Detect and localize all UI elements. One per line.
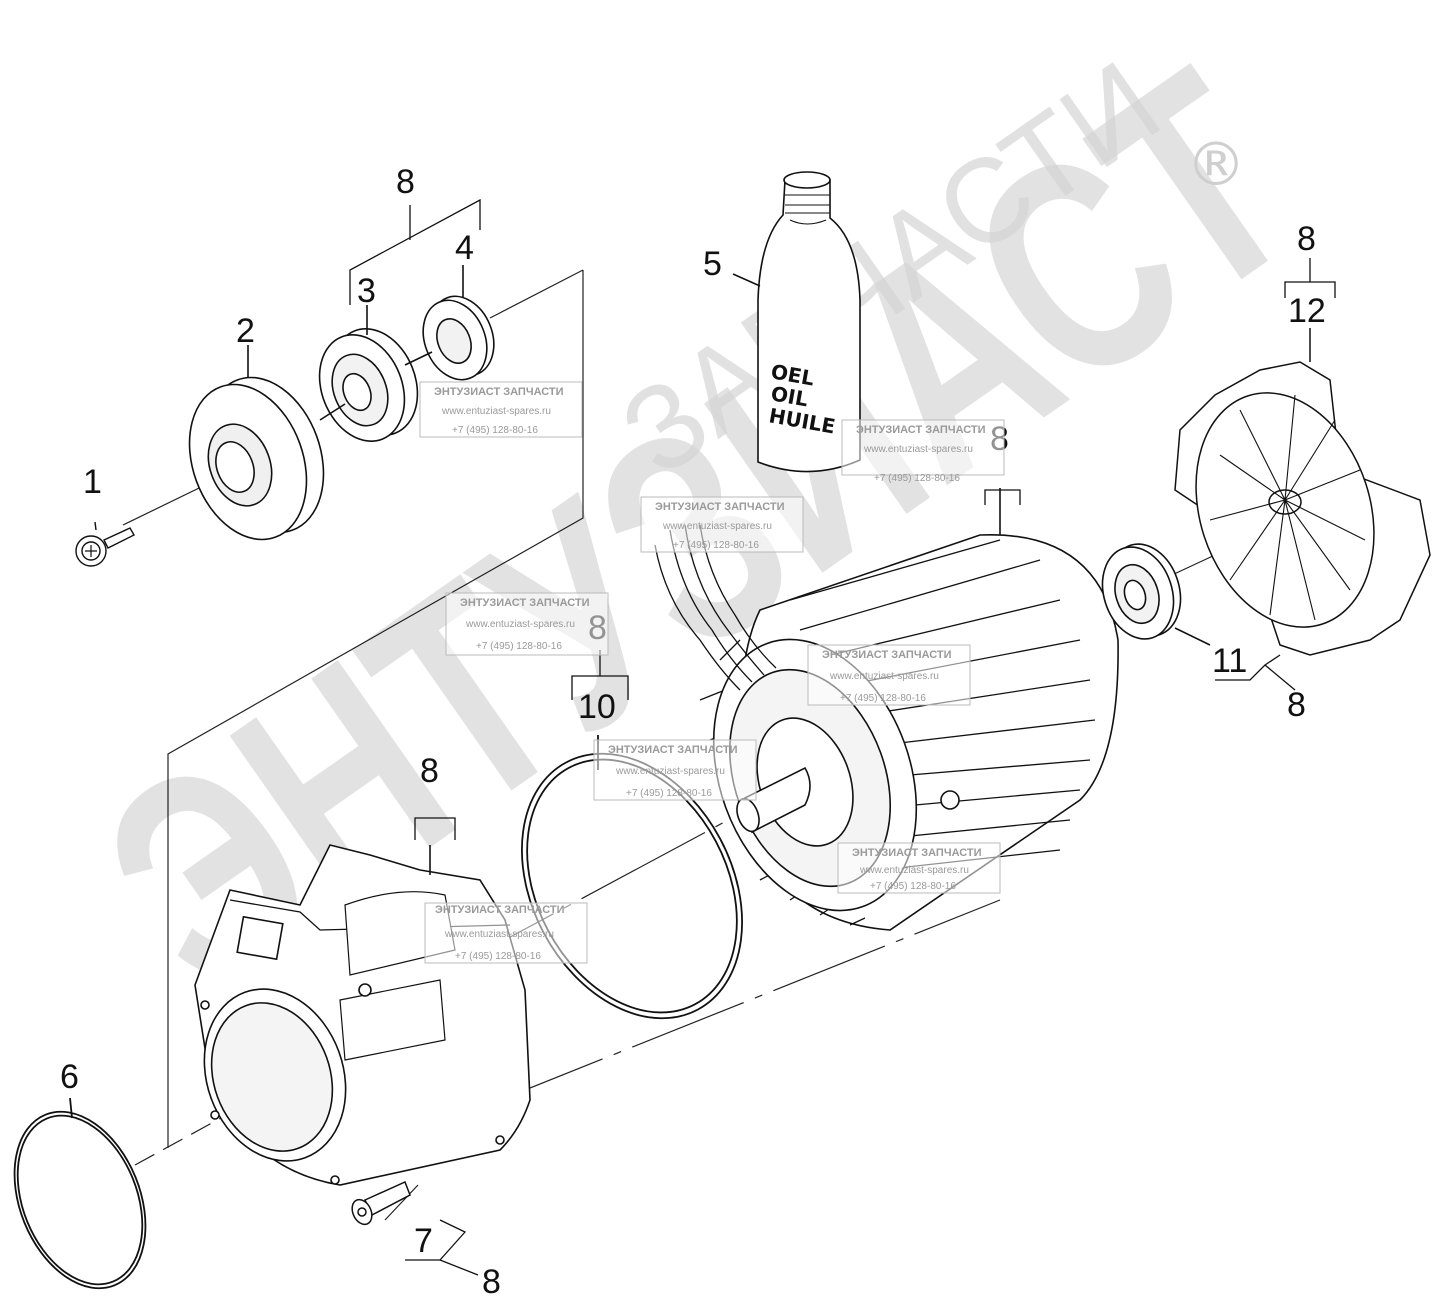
stamp-website: www.entuziast-spares.ru: [829, 671, 939, 682]
group-brackets: [349, 198, 1336, 1276]
watermark-stamp: ЭНТУЗИАСТ ЗАПЧАСТИ www.entuziast-spares.…: [424, 902, 588, 964]
callout-part-11: 11: [1212, 642, 1247, 680]
stamp-phone: +7 (495) 128-80-16: [870, 881, 956, 892]
stamp-phone: +7 (495) 128-80-16: [626, 788, 712, 799]
cooling-fan-part: [1174, 328, 1431, 656]
stamp-website: www.entuziast-spares.ru: [444, 929, 554, 940]
stamp-title: ЭНТУЗИАСТ ЗАПЧАСТИ: [434, 386, 564, 398]
watermark-registered-mark: ®: [1186, 130, 1246, 200]
rear-bearing-part: [1101, 543, 1211, 646]
stamp-title: ЭНТУЗИАСТ ЗАПЧАСТИ: [852, 847, 982, 859]
stamp-phone: +7 (495) 128-80-16: [673, 540, 759, 551]
stamp-phone: +7 (495) 128-80-16: [452, 425, 538, 436]
callout-part-6: 6: [60, 1058, 79, 1096]
callout-part-10: 10: [578, 688, 616, 726]
callout-part-8-bolt: 8: [482, 1263, 501, 1301]
callout-part-2: 2: [236, 312, 255, 350]
watermark-stamp: ЭНТУЗИАСТ ЗАПЧАСТИ www.entuziast-spares.…: [419, 381, 583, 438]
stamp-title: ЭНТУЗИАСТ ЗАПЧАСТИ: [655, 501, 785, 513]
callout-part-8-housing: 8: [420, 752, 439, 790]
callout-part-8-rear-bearing: 8: [1287, 686, 1306, 724]
watermark-stamp: ЭНТУЗИАСТ ЗАПЧАСТИ www.entuziast-spares.…: [807, 644, 971, 706]
flange-cap-part: [188, 345, 325, 541]
stamp-title: ЭНТУЗИАСТ ЗАПЧАСТИ: [460, 597, 590, 609]
callout-part-12: 12: [1288, 292, 1326, 330]
stamp-website: www.entuziast-spares.ru: [615, 766, 725, 777]
watermark-stamp: ЭНТУЗИАСТ ЗАПЧАСТИ www.entuziast-spares.…: [593, 739, 757, 801]
stamp-website: www.entuziast-spares.ru: [465, 619, 575, 630]
stamp-title: ЭНТУЗИАСТ ЗАПЧАСТИ: [608, 744, 738, 756]
stamp-title: ЭНТУЗИАСТ ЗАПЧАСТИ: [435, 904, 565, 916]
shaft-seal-part: [404, 265, 495, 381]
assembly-outline: [167, 269, 584, 1148]
callout-part-4: 4: [455, 229, 474, 267]
callout-part-8-fan-group: 8: [1297, 220, 1316, 258]
callout-part-3: 3: [357, 272, 376, 310]
watermark-stamp: ЭНТУЗИАСТ ЗАПЧАСТИ www.entuziast-spares.…: [445, 592, 609, 656]
screw-part: [75, 521, 135, 567]
stamp-website: www.entuziast-spares.ru: [863, 444, 973, 455]
callout-part-1: 1: [83, 463, 102, 501]
stamp-phone: +7 (495) 128-80-16: [476, 641, 562, 652]
stamp-title: ЭНТУЗИАСТ ЗАПЧАСТИ: [822, 649, 952, 661]
callout-part-8-bearing-group: 8: [396, 163, 415, 201]
motor-housing-part: [194, 844, 531, 1186]
ball-bearing-part: [318, 305, 419, 442]
watermark-stamp: ЭНТУЗИАСТ ЗАПЧАСТИ www.entuziast-spares.…: [640, 496, 804, 553]
watermark-stamp: ЭНТУЗИАСТ ЗАПЧАСТИ www.entuziast-spares.…: [841, 419, 1005, 484]
stamp-phone: +7 (495) 128-80-16: [840, 693, 926, 704]
housing-bolt-part: [351, 1180, 411, 1226]
callout-part-5: 5: [703, 245, 722, 283]
callout-part-7: 7: [414, 1222, 433, 1260]
watermark-stamp: ЭНТУЗИАСТ ЗАПЧАСТИ www.entuziast-spares.…: [837, 842, 1001, 894]
stamp-phone: +7 (495) 128-80-16: [874, 473, 960, 484]
watermark-stamps: ЭНТУЗИАСТ ЗАПЧАСТИ www.entuziast-spares.…: [419, 381, 1005, 964]
stamp-website: www.entuziast-spares.ru: [859, 865, 969, 876]
stamp-phone: +7 (495) 128-80-16: [455, 951, 541, 962]
housing-o-ring-part: [13, 1097, 147, 1290]
stamp-website: www.entuziast-spares.ru: [441, 406, 551, 417]
stamp-title: ЭНТУЗИАСТ ЗАПЧАСТИ: [856, 424, 986, 436]
stamp-website: www.entuziast-spares.ru: [662, 521, 772, 532]
